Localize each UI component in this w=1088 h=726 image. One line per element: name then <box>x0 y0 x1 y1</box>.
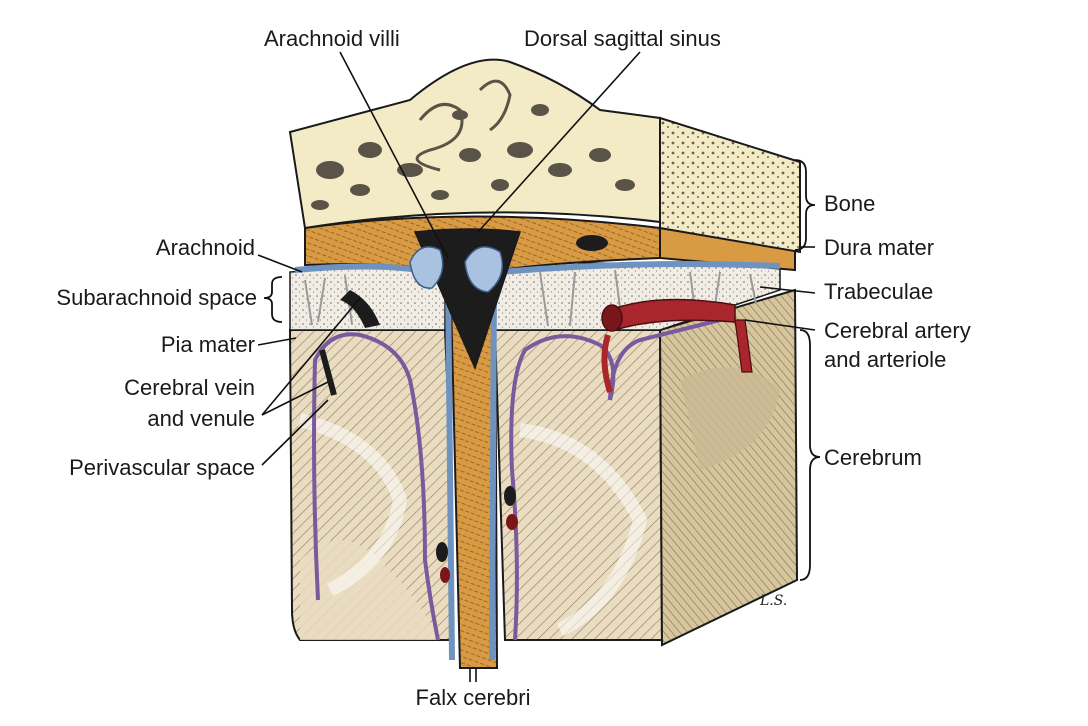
cerebrum-side-face <box>658 288 799 647</box>
label-cerebral-vein: Cerebral vein <box>124 375 255 400</box>
label-cerebral-vein-line2: and venule <box>147 406 255 431</box>
label-dura-mater: Dura mater <box>824 235 934 260</box>
cerebrum-left-block <box>288 329 454 641</box>
label-subarachnoid-space: Subarachnoid space <box>56 285 257 310</box>
label-dorsal-sagittal-sinus: Dorsal sagittal sinus <box>524 26 721 51</box>
pia-mater-lines <box>312 318 721 641</box>
cerebral-vein <box>319 290 518 583</box>
leader-lines <box>257 51 816 682</box>
diagram-labels: Arachnoid villi Dorsal sagittal sinus Ar… <box>56 26 970 710</box>
cerebral-artery <box>601 298 753 393</box>
label-arachnoid: Arachnoid <box>156 235 255 260</box>
label-cerebrum: Cerebrum <box>824 445 922 470</box>
artist-signature: L.S. <box>759 593 787 609</box>
braces <box>263 159 821 581</box>
label-cerebral-artery-line2: and arteriole <box>824 347 946 372</box>
cerebrum-right-block <box>493 329 664 641</box>
label-falx-cerebri: Falx cerebri <box>416 685 531 710</box>
skull-bone <box>288 58 801 254</box>
arachnoid-layer <box>294 261 781 661</box>
label-bone: Bone <box>824 191 875 216</box>
label-perivascular-space: Perivascular space <box>69 455 255 480</box>
label-arachnoid-villi: Arachnoid villi <box>264 26 400 51</box>
arachnoid-villi <box>409 246 503 293</box>
label-trabeculae: Trabeculae <box>824 279 933 304</box>
label-cerebral-artery: Cerebral artery <box>824 318 971 343</box>
label-pia-mater: Pia mater <box>161 332 255 357</box>
